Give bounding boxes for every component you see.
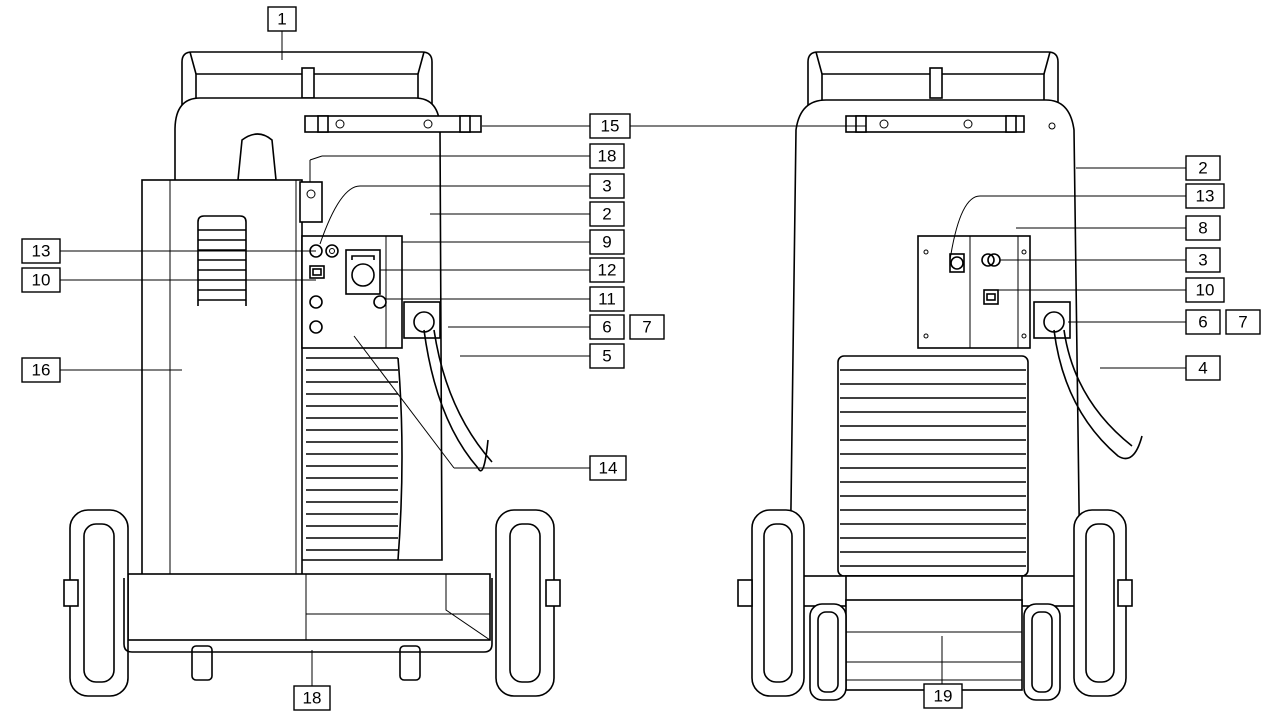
left-body-vents [306,357,403,561]
svg-text:14: 14 [599,459,618,478]
label-left-6: 6 [589,314,625,340]
left-bottom-tray [127,573,491,641]
svg-text:3: 3 [602,177,611,196]
svg-text:7: 7 [642,318,651,337]
label-left-16: 16 [21,357,61,383]
label-left-2: 2 [589,201,625,227]
right-cable [1033,301,1143,460]
label-right-3: 3 [1185,247,1221,273]
left-control-panel [301,235,403,349]
svg-text:6: 6 [1198,313,1207,332]
svg-text:19: 19 [934,687,953,706]
left-wheel-left [63,509,129,697]
label-left-7: 7 [629,314,665,340]
leader-lines [60,26,1186,692]
left-top-handle [181,51,433,110]
svg-text:11: 11 [598,290,616,309]
left-bottle-vents [197,215,247,306]
left-wheel-right [495,509,561,697]
label-left-18-bottom: 18 [293,685,331,711]
left-machine [63,51,561,697]
label-left-14: 14 [589,455,627,481]
label-left-5: 5 [589,343,625,369]
svg-text:9: 9 [602,233,611,252]
svg-text:3: 3 [1198,251,1207,270]
svg-text:18: 18 [303,689,322,708]
label-left-10: 10 [21,267,61,293]
svg-text:10: 10 [32,271,51,290]
label-right-6: 6 [1185,309,1221,335]
label-right-10: 10 [1185,277,1225,303]
label-left-13: 13 [21,238,61,264]
svg-text:5: 5 [602,347,611,366]
label-right-4: 4 [1185,355,1221,381]
left-small-box-18 [299,181,323,223]
svg-text:15: 15 [601,117,620,136]
right-rear-panel [917,235,1031,349]
svg-text:2: 2 [1198,159,1207,178]
right-wheel-right [1073,509,1133,697]
left-bracket-15 [304,115,482,133]
svg-text:18: 18 [598,147,617,166]
label-left-3: 3 [589,173,625,199]
right-body-vents [837,355,1029,577]
label-right-13: 13 [1185,183,1225,209]
svg-text:2: 2 [602,205,611,224]
right-caster-right [1023,603,1061,701]
left-casters [123,578,493,681]
svg-text:13: 13 [1196,187,1215,206]
label-right-19: 19 [923,683,963,709]
label-right-7: 7 [1225,309,1261,335]
label-left-1: 1 [267,6,297,32]
svg-text:7: 7 [1238,313,1247,332]
svg-text:6: 6 [602,318,611,337]
right-caster-left [809,603,847,701]
right-top-handle [807,51,1059,110]
svg-text:16: 16 [32,361,51,380]
label-left-15: 15 [589,113,631,139]
label-right-2: 2 [1185,155,1221,181]
svg-text:8: 8 [1198,219,1207,238]
svg-text:4: 4 [1198,359,1207,378]
right-wheel-left [737,509,805,697]
label-left-9: 9 [589,229,625,255]
left-cable [403,301,493,472]
right-bracket-15 [845,115,1056,133]
label-left-18-top: 18 [589,143,625,169]
label-right-8: 8 [1185,215,1221,241]
svg-text:10: 10 [1196,281,1215,300]
right-bottom-frame [795,575,1079,691]
right-machine [737,51,1143,701]
label-left-12: 12 [589,257,625,283]
svg-text:1: 1 [277,10,286,29]
svg-text:12: 12 [598,261,617,280]
svg-text:13: 13 [32,242,51,261]
left-gas-bottle [141,133,303,617]
label-left-11: 11 [589,286,625,312]
